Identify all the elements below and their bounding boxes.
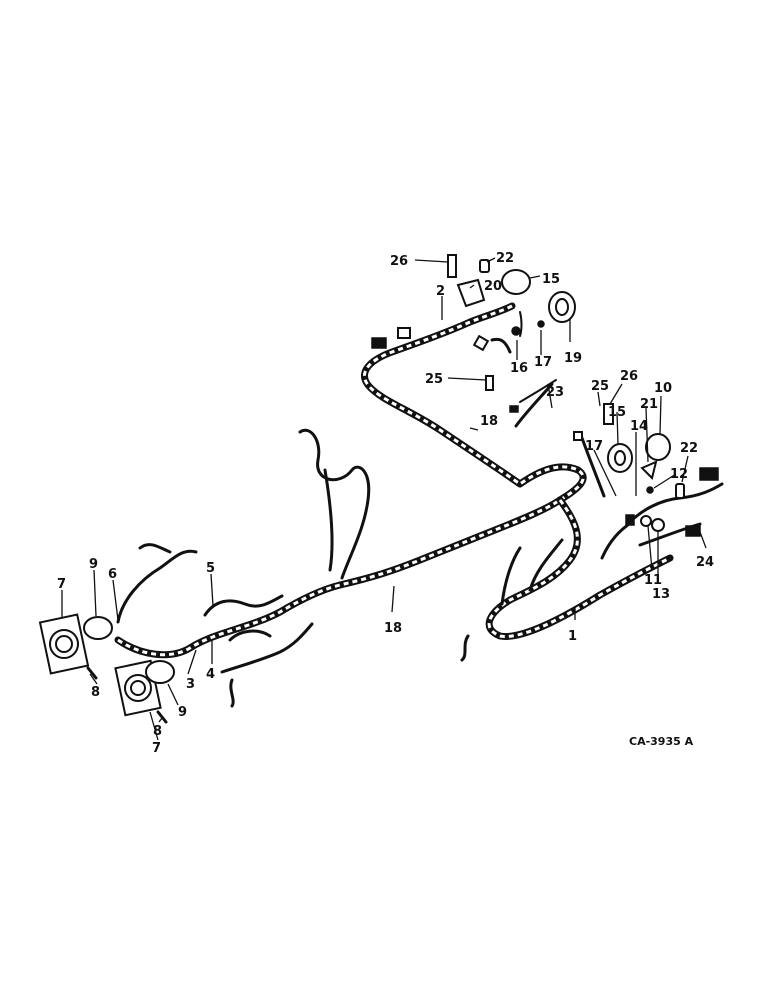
callout-3: 3	[186, 677, 195, 692]
callout-9-top: 9	[89, 557, 98, 572]
leader-lines	[61, 257, 707, 741]
callout-26-right: 26	[620, 369, 638, 384]
callout-15-right: 15	[608, 405, 626, 420]
front-light-left	[38, 613, 113, 680]
callout-8-right: 8	[153, 724, 162, 739]
harness-1-rear	[485, 496, 674, 640]
harness-18-lower	[114, 496, 564, 659]
callout-13: 13	[652, 587, 670, 602]
callout-8-left: 8	[91, 685, 100, 700]
callouts: 1 2 3 4 5 6 7 7 8 8 9 9 10 11 12 13 14 1…	[57, 251, 714, 756]
callout-9-bottom: 9	[178, 705, 187, 720]
figure-code: CA-3935 A	[629, 735, 694, 748]
callout-22-upper: 22	[496, 251, 514, 266]
callout-19: 19	[564, 351, 582, 366]
callout-20: 20	[484, 279, 502, 294]
callout-25-right: 25	[591, 379, 609, 394]
front-light-right	[114, 659, 175, 724]
callout-7-top: 7	[57, 577, 66, 592]
upper-components	[371, 254, 576, 413]
callout-24: 24	[696, 555, 714, 570]
callout-18-lower: 18	[384, 621, 402, 636]
callout-18-upper: 18	[480, 414, 498, 429]
callout-2: 2	[436, 284, 445, 299]
callout-25-upper: 25	[425, 372, 443, 387]
callout-6: 6	[108, 567, 117, 582]
callout-10: 10	[654, 381, 672, 396]
callout-7-bottom: 7	[152, 741, 161, 756]
callout-1: 1	[568, 629, 577, 644]
callout-4: 4	[206, 667, 215, 682]
callout-11: 11	[644, 573, 662, 588]
callout-17-right: 17	[585, 439, 603, 454]
callout-15-upper: 15	[542, 272, 560, 287]
right-components	[573, 403, 719, 537]
callout-16: 16	[510, 361, 528, 376]
harness-18-upper	[360, 302, 587, 504]
callout-22-right: 22	[680, 441, 698, 456]
callout-14: 14	[630, 419, 648, 434]
callout-26-upper: 26	[390, 254, 408, 269]
callout-17-upper: 17	[534, 355, 552, 370]
callout-21: 21	[640, 397, 658, 412]
callout-23: 23	[546, 385, 564, 400]
callout-5: 5	[206, 561, 215, 576]
branch-wires	[116, 311, 724, 708]
callout-12: 12	[670, 467, 688, 482]
